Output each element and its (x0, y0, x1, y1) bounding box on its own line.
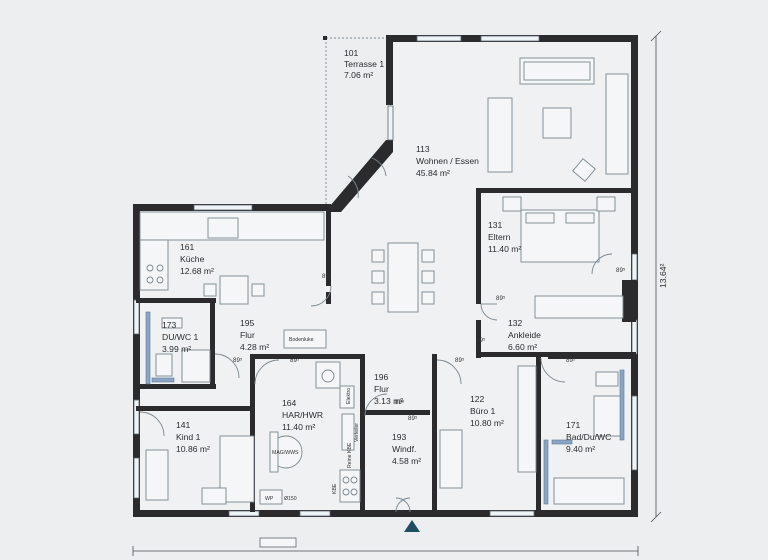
room-122-area: 10.80 m² (470, 418, 504, 428)
room-164-num: 164 (282, 398, 297, 408)
room-101-name: Terrasse 1 (344, 59, 384, 69)
door-width-eltern: 89⁵ (496, 295, 506, 302)
room-195-area: 4.28 m² (240, 342, 269, 352)
utility-fixtures (259, 329, 361, 505)
room-171-num: 171 (566, 420, 581, 430)
room-171-area: 9.40 m² (566, 444, 595, 454)
interior-walls (136, 188, 636, 512)
room-132-area: 6.60 m² (508, 342, 537, 352)
mag-label: MAG/WWS (272, 450, 299, 456)
living-furniture (371, 57, 629, 313)
room-195-num: 195 (240, 318, 255, 328)
room-113-area: 45.84 m² (416, 168, 450, 178)
room-131-name: Eltern (488, 232, 511, 242)
room-161-num: 161 (180, 242, 195, 252)
room-193-num: 193 (392, 432, 407, 442)
room-193-area: 4.58 m² (392, 456, 421, 466)
child-office-furniture (145, 365, 537, 505)
door-width-windfang: 89⁵ (408, 415, 418, 422)
door-width-flur2: 89⁵ (395, 399, 405, 406)
door-width-ankleide: 89⁵ (476, 337, 486, 344)
kitchen-furniture (139, 211, 325, 305)
mag-box-label: Reine KBE (347, 442, 353, 468)
room-131-area: 11.40 m² (488, 244, 521, 254)
room-195-name: Flur (240, 330, 255, 340)
room-164-area: 11.40 m² (282, 422, 315, 432)
tank-label: Ø150 (284, 496, 297, 502)
door-width-bath1: 89⁵ (233, 357, 243, 364)
bath-fixtures (145, 311, 625, 505)
door-width-window: 89⁵ (616, 267, 626, 274)
room-196-num: 196 (374, 372, 389, 382)
room-113-num: 113 (416, 144, 430, 154)
room-141-area: 10.86 m² (176, 444, 210, 454)
door-width-buero: 89⁵ (455, 357, 465, 364)
doors (139, 157, 613, 513)
room-122-num: 122 (470, 394, 485, 404)
door-width-labels: 89⁵ 89⁵ 89⁵ 89⁵ 89⁵ 89⁵ 89⁵ 89⁵ 89⁵ 89⁵ (233, 267, 626, 422)
dimension-line: 13.64² (650, 30, 668, 523)
room-173-area: 3.99 m² (162, 344, 191, 354)
room-171-name: Bad/Du/WC (566, 432, 611, 442)
door-width-kitchen: 89⁵ (322, 273, 332, 280)
elektro-label: Elektro (346, 388, 352, 404)
room-173-name: DU/WC 1 (162, 332, 199, 342)
room-101-area: 7.06 m² (344, 70, 373, 80)
room-141-num: 141 (176, 420, 191, 430)
scale-bar (132, 537, 639, 556)
room-173-num: 173 (162, 320, 177, 330)
room-122-name: Büro 1 (470, 406, 496, 416)
kwl-label: KBE (332, 483, 338, 494)
door-width-har: 89⁵ (290, 357, 300, 364)
room-141-name: Kind 1 (176, 432, 201, 442)
room-196-area: 3.13 m² (374, 396, 403, 406)
room-161-area: 12.68 m² (180, 266, 214, 276)
entrance-arrow-icon (404, 520, 420, 532)
room-161-name: Küche (180, 254, 205, 264)
room-164-name: HAR/HWR (282, 410, 323, 420)
bodenluke-label: Bodenluke (289, 337, 314, 343)
room-132-num: 132 (508, 318, 523, 328)
room-labels: 101 Terrasse 1 7.06 m² 113 Wohnen / Esse… (162, 48, 611, 466)
room-101-num: 101 (344, 48, 359, 58)
wp-label: WP (265, 496, 274, 502)
room-196-name: Flur (374, 384, 389, 394)
windows (133, 35, 638, 517)
room-193-name: Windf. (392, 444, 416, 454)
room-131-num: 131 (488, 220, 503, 230)
room-132-name: Ankleide (508, 330, 541, 340)
dimension-label: 13.64² (658, 263, 668, 288)
bedroom-furniture (502, 196, 624, 319)
verteiler-label: Verteiler (354, 423, 360, 442)
door-width-bad: 89⁵ (566, 357, 576, 364)
terrace-outline (323, 36, 388, 206)
room-113-name: Wohnen / Essen (416, 156, 479, 166)
fixture-labels: Bodenluke WP Ø150 KBE MAG/WWS Verteiler … (265, 337, 360, 502)
